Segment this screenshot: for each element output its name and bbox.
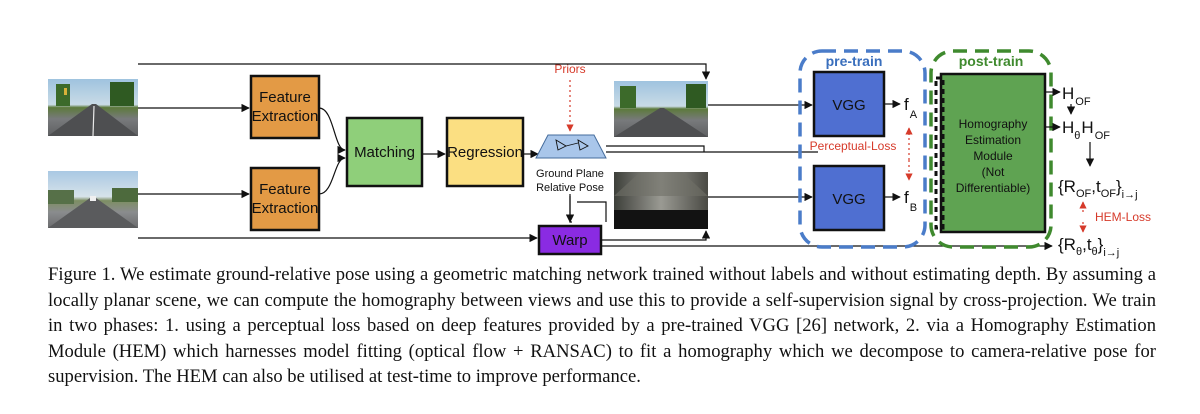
hem-line5: Differentiable) bbox=[956, 181, 1030, 195]
hem-box: Homography Estimation Module (Not Differ… bbox=[934, 72, 1047, 234]
post-train-title: post-train bbox=[959, 53, 1024, 69]
ground-plane-label-line2: Relative Pose bbox=[536, 182, 604, 194]
feature-extraction-bottom-box: Feature Extraction bbox=[249, 166, 321, 232]
perceptual-loss-label: Perceptual-Loss bbox=[810, 139, 897, 153]
matching-box: Matching bbox=[345, 116, 424, 188]
h-of-symbol: HOF bbox=[1062, 84, 1091, 108]
f-a-symbol: fA bbox=[904, 95, 918, 121]
feature-extraction-top-line1: Feature bbox=[259, 89, 311, 106]
r-t-theta-symbol: {Rθ,tθ}i→j bbox=[1058, 235, 1119, 259]
vgg-bottom-box: VGG bbox=[812, 164, 886, 232]
matching-label: Matching bbox=[354, 144, 415, 161]
pre-train-region: pre-train bbox=[798, 49, 927, 249]
figure-caption: Figure 1. We estimate ground-relative po… bbox=[48, 264, 1156, 387]
post-train-region: post-train bbox=[929, 49, 1053, 249]
input-image-bottom bbox=[48, 171, 138, 228]
pipeline-diagram: Feature Extraction Feature Extraction Ma… bbox=[48, 49, 1151, 259]
warp-label: Warp bbox=[552, 232, 587, 249]
input-image-top bbox=[48, 79, 138, 137]
pre-train-title: pre-train bbox=[826, 53, 883, 69]
warp-box: Warp bbox=[537, 224, 603, 256]
feature-extraction-bottom-line1: Feature bbox=[259, 181, 311, 198]
hem-line3: Module bbox=[973, 149, 1013, 163]
ground-plane-icon bbox=[535, 134, 607, 159]
hem-line4: (Not bbox=[982, 165, 1005, 179]
h-theta-h-of-symbol: HθHOF bbox=[1062, 118, 1110, 142]
warped-image bbox=[614, 172, 708, 229]
regression-box: Regression bbox=[445, 116, 525, 188]
target-image bbox=[614, 81, 708, 137]
regression-label: Regression bbox=[447, 144, 523, 161]
vgg-top-label: VGG bbox=[832, 97, 865, 114]
vgg-top-box: VGG bbox=[812, 70, 886, 138]
r-t-of-symbol: {ROF,tOF}i→j bbox=[1058, 177, 1138, 201]
feature-extraction-bottom-line2: Extraction bbox=[252, 200, 319, 217]
feature-extraction-top-line2: Extraction bbox=[252, 108, 319, 125]
hem-line2: Estimation bbox=[965, 133, 1021, 147]
vgg-bottom-label: VGG bbox=[832, 191, 865, 208]
hem-line1: Homography bbox=[959, 117, 1028, 131]
feature-extraction-top-box: Feature Extraction bbox=[249, 74, 321, 140]
priors-label: Priors bbox=[554, 62, 585, 76]
f-b-symbol: fB bbox=[904, 188, 917, 214]
hem-loss-label: HEM-Loss bbox=[1095, 210, 1151, 224]
ground-plane-label-line1: Ground Plane bbox=[536, 168, 604, 180]
